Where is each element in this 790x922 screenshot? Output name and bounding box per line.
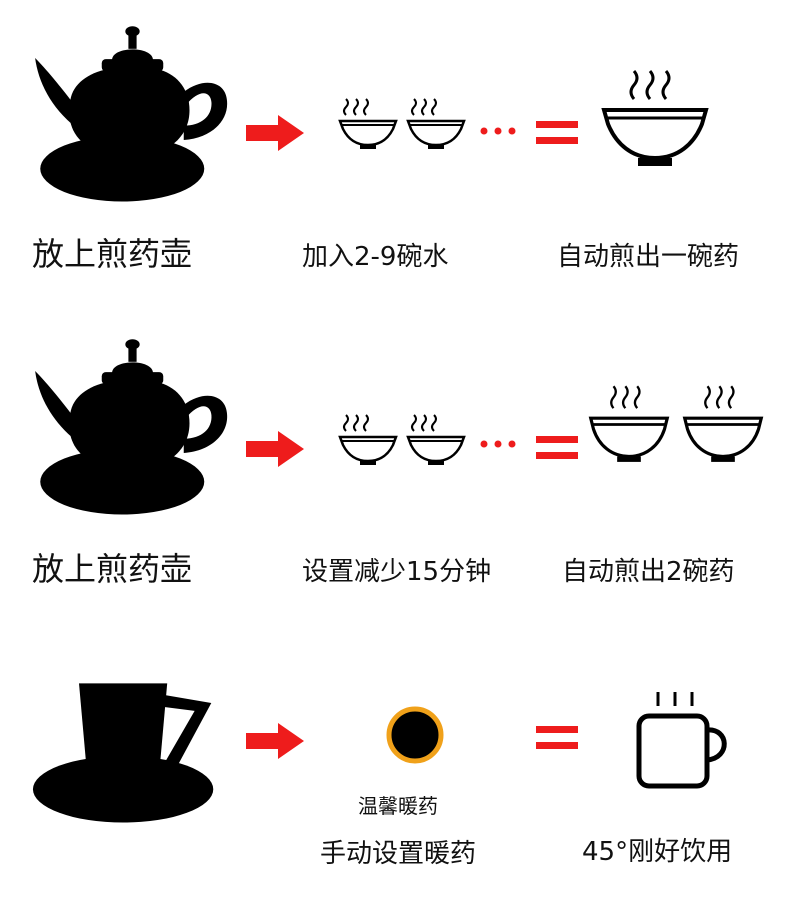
warm-button-icon[interactable]: [385, 705, 445, 765]
step2-label: 手动设置暖药: [320, 839, 477, 869]
equals-icon: [536, 436, 578, 459]
warm-button-caption: 温馨暖药: [358, 794, 438, 818]
arrow-right-icon: [246, 431, 304, 467]
step1-label: 放上煎药壶: [32, 235, 193, 273]
mug-icon: [633, 688, 733, 798]
arrow-right-icon: [246, 723, 304, 759]
ellipsis-icon: [480, 127, 516, 135]
row-2: 放上煎药壶 设置减少15分钟 自动煎出2碗药: [32, 0, 790, 588]
step3-label: 自动煎出一碗药: [557, 242, 740, 272]
step3-label: 自动煎出2碗药: [562, 557, 735, 587]
arrow-right-icon: [246, 115, 304, 151]
ellipsis-icon: [480, 440, 516, 448]
step2-label: 设置减少15分钟: [302, 557, 492, 587]
equals-icon: [536, 121, 578, 144]
row-1: 放上煎药壶 加入2-9碗水 自动煎出一碗药: [0, 0, 790, 300]
step1-label: 放上煎药壶: [32, 550, 193, 588]
step2-label: 加入2-9碗水: [302, 242, 449, 272]
step3-label: 45°刚好饮用: [582, 837, 733, 867]
equals-icon: [536, 726, 578, 749]
cup-saucer-icon: [30, 672, 226, 832]
